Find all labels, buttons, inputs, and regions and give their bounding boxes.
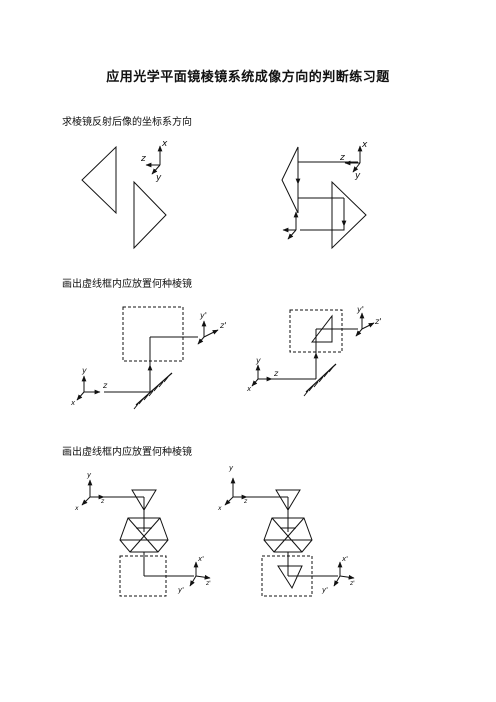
coord-system-bottom-right: x' z' y' (321, 555, 355, 594)
ray-out (300, 226, 345, 231)
ray-mid (297, 184, 344, 199)
coord-system-output-left: y' z' (197, 311, 226, 345)
y-axis-label: y (155, 173, 162, 183)
mirror-hatching-right (303, 366, 334, 397)
prism-triangle-left-lower (133, 180, 167, 250)
coord-system-top-left: y z x (74, 471, 105, 512)
section-1-label: 求棱镜反射后像的坐标系方向 (62, 117, 192, 128)
z-axis-label: z (100, 498, 105, 505)
z-axis-label: z (243, 498, 248, 505)
dashed-box-left (122, 306, 184, 362)
y-axis-label: y (354, 171, 361, 181)
prism-pechan-inner-right (264, 517, 312, 553)
prism-triangle-right-lower (331, 180, 367, 250)
x-axis-label: x (217, 505, 222, 512)
coord-system-top-right: y z x (217, 464, 248, 512)
x-prime-label: x' (197, 555, 204, 563)
mirror-hatching-left (133, 376, 169, 410)
answer-coord-system (282, 211, 299, 240)
z-axis-label: z (140, 154, 146, 164)
x-axis-label: x (246, 385, 252, 393)
y-prime-label: y' (199, 311, 207, 320)
prism-pechan-inner-left (120, 517, 168, 553)
x-axis-label: x (70, 399, 76, 407)
prism-triangle-left-upper (81, 145, 117, 215)
x-axis-label: x (74, 505, 79, 512)
y-axis-label: y (86, 471, 92, 479)
x-axis-label: x (361, 140, 368, 150)
x-axis-label: x (161, 139, 168, 149)
z-prime-label: z' (205, 580, 211, 587)
prism-top-right (275, 489, 301, 511)
prism-answer-bottom-right (277, 565, 303, 590)
coord-system-input-left: y z x (70, 366, 108, 407)
page-title: 应用光学平面镜棱镜系统成像方向的判断练习题 (106, 70, 390, 85)
answer-diagonal-arrow (287, 229, 297, 240)
z-prime-label: z' (219, 321, 226, 330)
y-prime-label: y' (356, 305, 364, 314)
y-axis-label: y (81, 366, 87, 375)
prism-top-left (131, 489, 157, 511)
coord-system-bottom-left: x' z' y' (177, 555, 211, 594)
z-prime-label: z' (349, 580, 355, 587)
coord-system-output-right: y' z' (355, 305, 381, 337)
y-axis-arrow (352, 162, 361, 173)
y-axis-arrow (151, 164, 161, 175)
mirror-right (305, 363, 337, 393)
y-prime-label: y' (321, 586, 328, 594)
y-axis-label: y (228, 464, 234, 472)
x-prime-label: x' (341, 555, 348, 563)
coord-system-left: x z y (140, 139, 168, 183)
y-prime-label: y' (177, 586, 184, 594)
section-2-label: 画出虚线框内应放置何种棱镜 (62, 279, 192, 290)
section-3-label: 画出虚线框内应放置何种棱镜 (62, 447, 192, 458)
y-axis-label: y (255, 356, 261, 365)
z-prime-label: z' (374, 317, 381, 326)
coord-system-input-right: y z x (246, 356, 279, 393)
z-axis-label: z (273, 369, 279, 378)
z-axis-label: z (339, 153, 345, 163)
coord-system-right: x z y (339, 140, 368, 181)
z-axis-label: z (102, 381, 108, 390)
